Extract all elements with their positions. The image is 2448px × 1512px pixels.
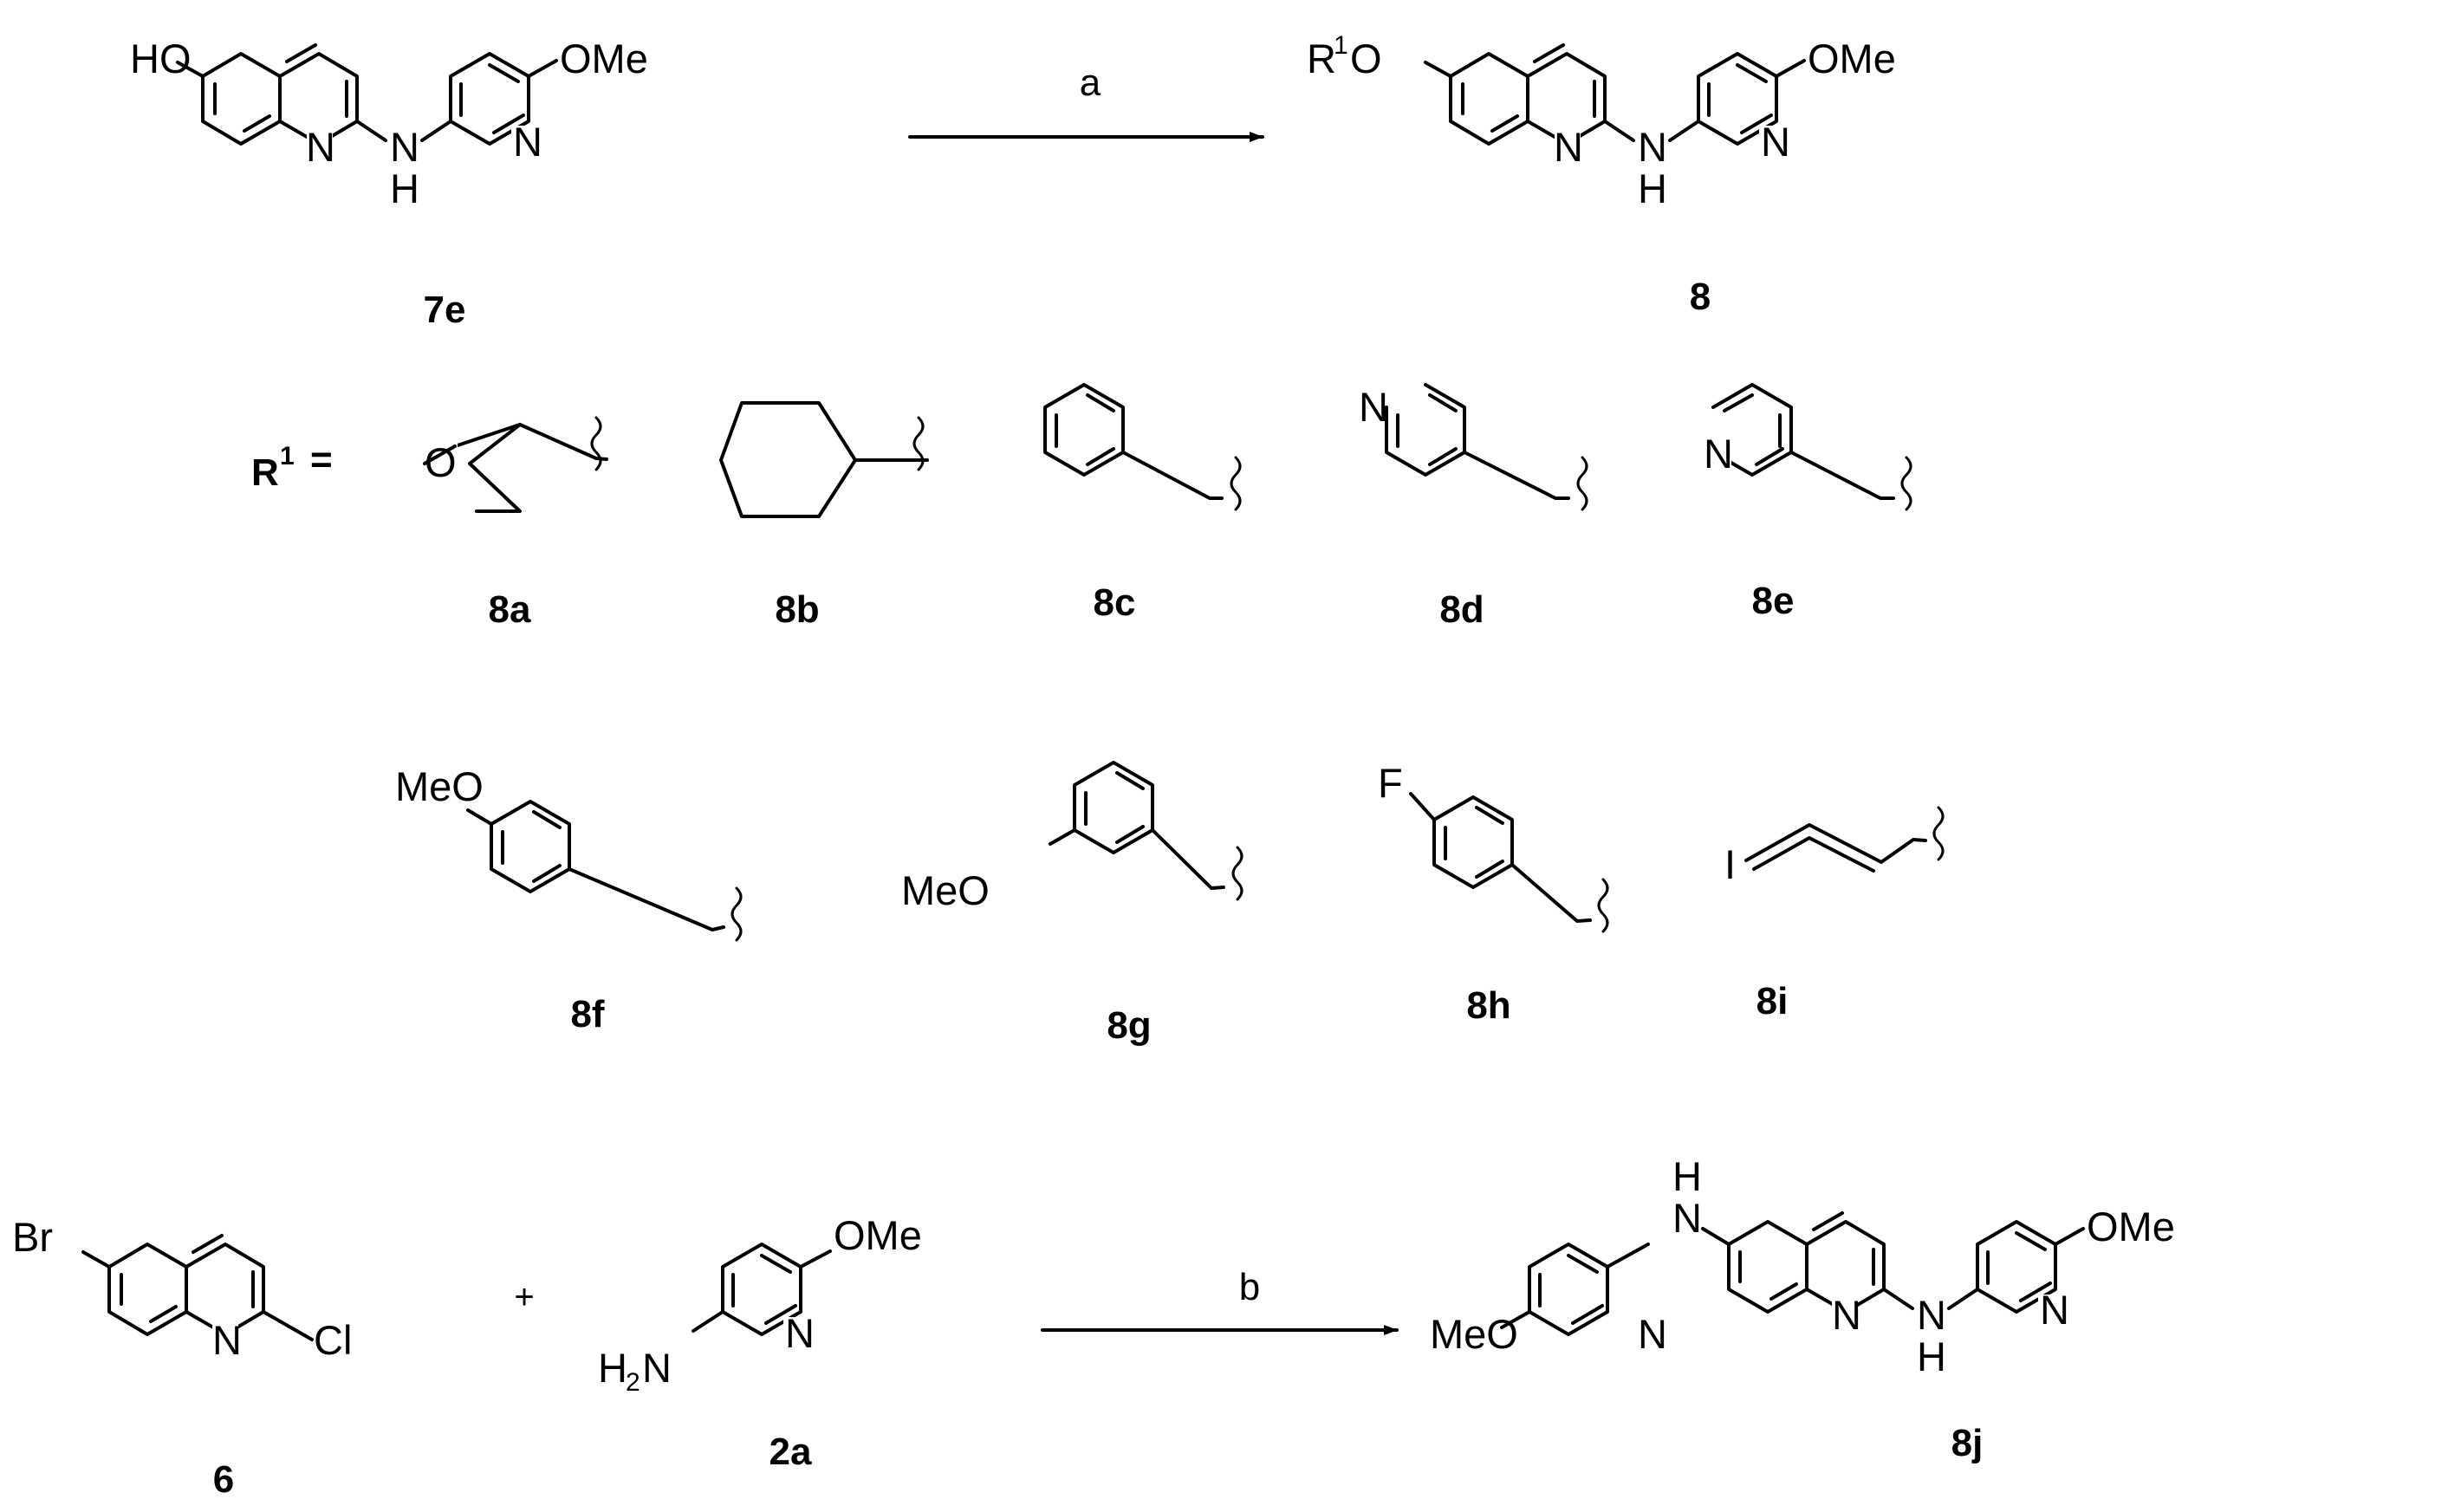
atom-label: N — [212, 1317, 242, 1363]
atom-label: N — [1761, 119, 1790, 165]
compound-label-8d: 8d — [1439, 588, 1484, 631]
atom-label: N — [1704, 431, 1733, 477]
atom-label: N — [1672, 1195, 1702, 1241]
atom-label: N — [1554, 124, 1583, 170]
atom-label: HO — [130, 36, 192, 81]
condition-b: b — [1239, 1266, 1260, 1308]
atom-label: 1 — [1334, 31, 1348, 60]
r1-equals: = — [310, 438, 333, 481]
atom-label: OMe — [560, 36, 648, 81]
substituent-8i: I — [1724, 806, 1945, 887]
atom-label: OMe — [834, 1212, 922, 1258]
compound-label-7e: 7e — [424, 289, 466, 331]
r1-superscript: 1 — [280, 442, 295, 470]
compound-2a: N OMe H 2 N — [598, 1212, 922, 1397]
compound-label-8b: 8b — [775, 588, 819, 631]
substituent-8a: O — [423, 416, 608, 513]
atom-label: OMe — [1808, 36, 1896, 81]
plus-sign: + — [514, 1278, 534, 1316]
atom-label: N — [1638, 124, 1667, 170]
atom-label: I — [1724, 841, 1736, 887]
atom-label: MeO — [395, 763, 484, 809]
atom-label: H — [1672, 1153, 1702, 1199]
r1-symbol: R — [251, 451, 279, 494]
compound-8j: N MeO N H N N H N OMe — [1430, 1153, 2175, 1379]
atom-label: 2 — [626, 1368, 640, 1397]
compound-label-8f: 8f — [570, 993, 604, 1035]
atom-label: N — [1359, 384, 1388, 430]
atom-label: H — [1917, 1334, 1946, 1379]
compound-label-8: 8 — [1690, 276, 1711, 318]
r1-definition: R 1 = — [251, 438, 333, 494]
compound-label-8a: 8a — [489, 588, 531, 631]
compound-label-8c: 8c — [1094, 581, 1136, 624]
compound-label-8i: 8i — [1756, 980, 1789, 1022]
substituent-8g: MeO — [901, 761, 1243, 913]
substituent-8e: N — [1700, 383, 1912, 511]
atom-label: R — [1307, 36, 1336, 81]
condition-a: a — [1080, 62, 1101, 104]
atom-label: N — [306, 124, 335, 170]
compound-label-8h: 8h — [1466, 984, 1510, 1027]
substituent-8h: F — [1378, 760, 1609, 933]
atom-label: MeO — [1430, 1311, 1518, 1357]
atom-label: N — [1832, 1292, 1861, 1338]
atom-label: N — [642, 1345, 672, 1391]
atom-label: Br — [12, 1214, 53, 1260]
atom-label: MeO — [901, 867, 990, 913]
compound-6: Br N Cl — [12, 1214, 352, 1363]
atom-label: H — [1638, 165, 1667, 211]
atom-label: F — [1378, 760, 1403, 806]
atom-label: N — [390, 124, 419, 170]
substituent-8d: N — [1352, 383, 1588, 511]
atom-label: N — [1638, 1311, 1667, 1357]
substituent-8f: MeO — [395, 763, 743, 942]
atom-label: N — [785, 1310, 815, 1356]
substituent-8b — [719, 401, 929, 518]
substituent-8c — [1043, 383, 1242, 511]
atom-label: OMe — [2087, 1204, 2175, 1249]
compound-label-8g: 8g — [1107, 1004, 1151, 1047]
atom-label: H — [598, 1345, 627, 1391]
atom-label: N — [1917, 1292, 1946, 1338]
compound-8: R 1 O N N H N OMe — [1307, 31, 1896, 211]
atom-label: H — [390, 165, 419, 211]
atom-label: N — [513, 119, 542, 165]
atom-label: Cl — [314, 1317, 352, 1363]
atom-label: O — [1350, 36, 1382, 81]
compound-label-2a: 2a — [769, 1431, 812, 1473]
compound-label-6: 6 — [213, 1458, 234, 1501]
compound-label-8e: 8e — [1752, 580, 1795, 622]
compound-label-8j: 8j — [1951, 1422, 1984, 1464]
atom-label: N — [2040, 1287, 2069, 1333]
compound-7e: HO N N H N OMe — [130, 36, 648, 211]
